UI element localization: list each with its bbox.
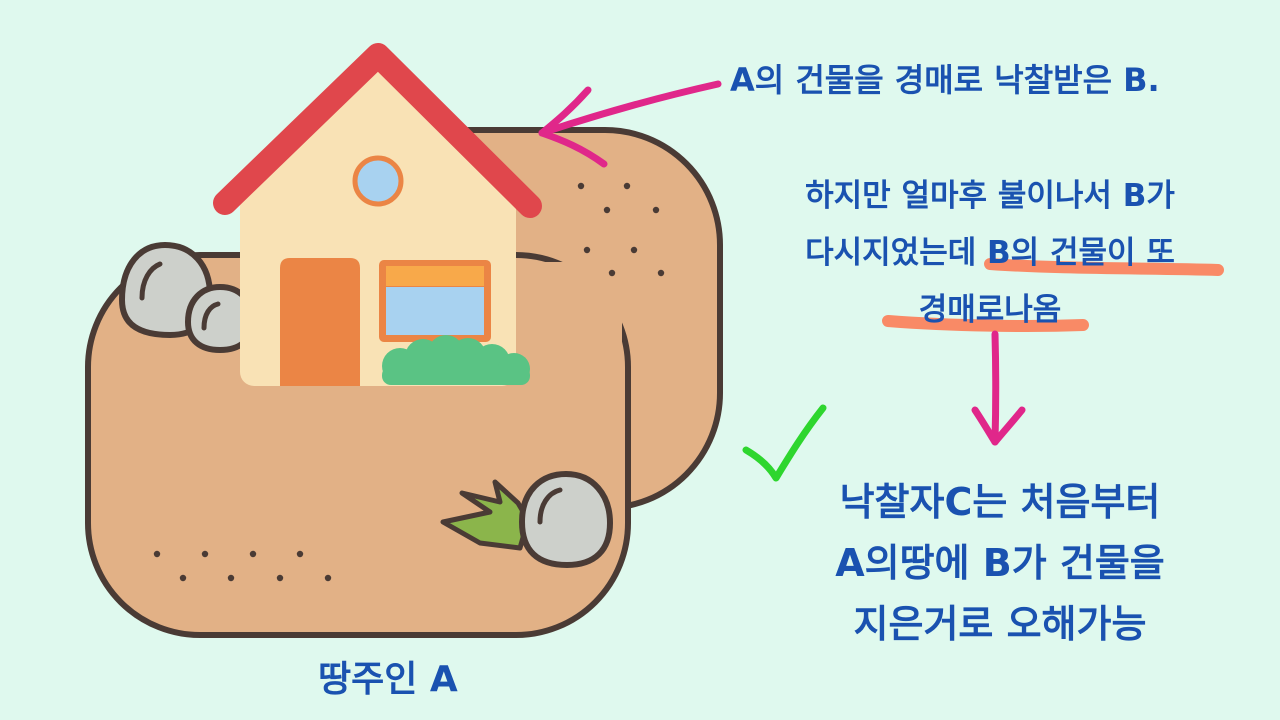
arrow-icon bbox=[975, 334, 1022, 442]
annotation-middle-line1: 하지만 얼마후 불이나서 B가 bbox=[740, 168, 1240, 225]
house-window-top bbox=[386, 266, 484, 286]
annotation-top: A의 건물을 경매로 낙찰받은 B. bbox=[730, 55, 1160, 101]
house-round-window bbox=[355, 158, 401, 204]
conclusion-line1: 낙찰자C는 처음부터 bbox=[760, 472, 1240, 533]
annotation-middle-line3: 경매로나옴 bbox=[740, 282, 1240, 339]
rock-icon bbox=[522, 474, 610, 565]
conclusion-text: 낙찰자C는 처음부터 A의땅에 B가 건물을 지은거로 오해가능 bbox=[760, 472, 1240, 655]
land-owner-label: 땅주인 A bbox=[318, 650, 458, 702]
annotation-middle-line2-prefix: 다시지었는데 bbox=[805, 235, 987, 271]
house-door bbox=[280, 258, 360, 386]
checkmark-icon bbox=[746, 408, 823, 478]
conclusion-line3: 지은거로 오해가능 bbox=[760, 594, 1240, 655]
house-window-glass bbox=[386, 287, 484, 335]
conclusion-line2: A의땅에 B가 건물을 bbox=[760, 533, 1240, 594]
house-icon bbox=[225, 55, 530, 386]
annotation-middle-line2-highlight: B의 건물이 또 bbox=[987, 235, 1175, 271]
annotation-middle-line2: 다시지었는데 B의 건물이 또 bbox=[740, 225, 1240, 282]
annotation-middle: 하지만 얼마후 불이나서 B가 다시지었는데 B의 건물이 또 경매로나옴 bbox=[740, 168, 1240, 339]
